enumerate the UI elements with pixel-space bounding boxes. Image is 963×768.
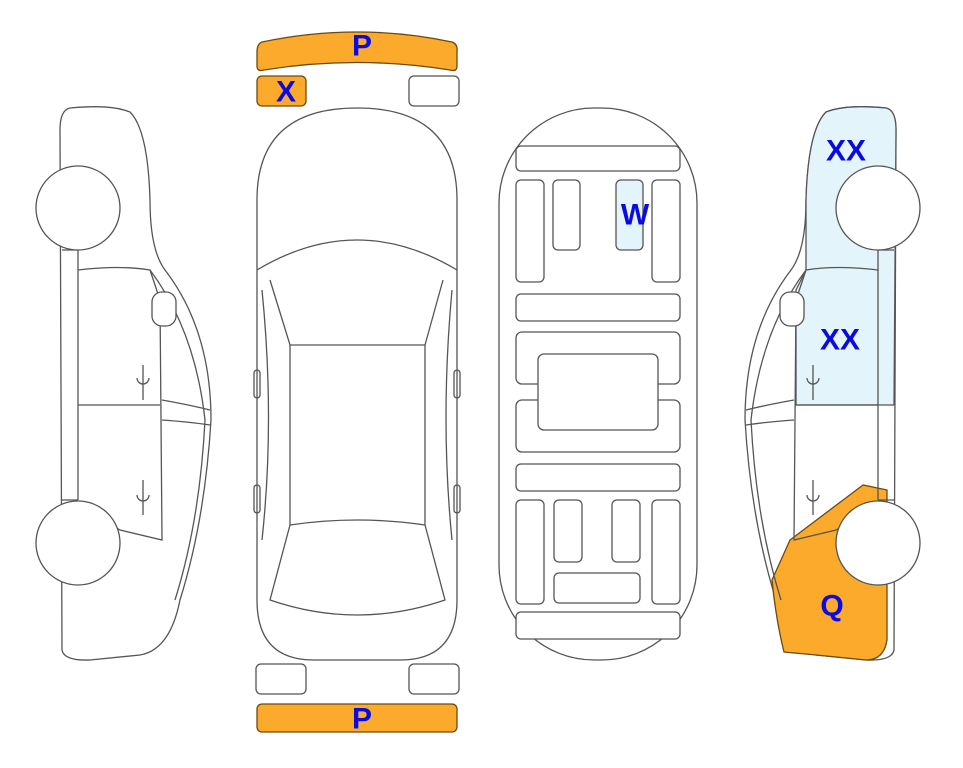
right-front-fender-label: XX [826,135,866,168]
right-side-view: XX XX Q [744,106,921,661]
rear-bumper[interactable] [256,703,458,733]
left-side-view [35,106,212,661]
front-left-light-label: X [276,76,296,109]
interior-seat-label: W [621,199,650,232]
top-body-outline[interactable] [256,107,458,661]
rear-right-light[interactable] [408,663,460,695]
right-front-wheel[interactable] [835,165,921,251]
left-front-wheel[interactable] [35,165,121,251]
front-bumper[interactable] [256,31,458,72]
top-view: P X P [253,30,461,736]
rear-left-light[interactable] [255,663,307,695]
interior-view: W [498,107,698,661]
front-left-light[interactable] [256,75,307,107]
left-rear-wheel[interactable] [35,500,121,586]
right-rear-wheel[interactable] [835,500,921,586]
interior-seat-damaged[interactable] [615,179,644,251]
front-bumper-label: P [352,30,372,63]
front-right-light[interactable] [408,75,460,107]
right-front-door-label: XX [820,324,860,357]
rear-bumper-label: P [352,703,372,736]
right-rear-quarter-label: Q [820,590,843,623]
